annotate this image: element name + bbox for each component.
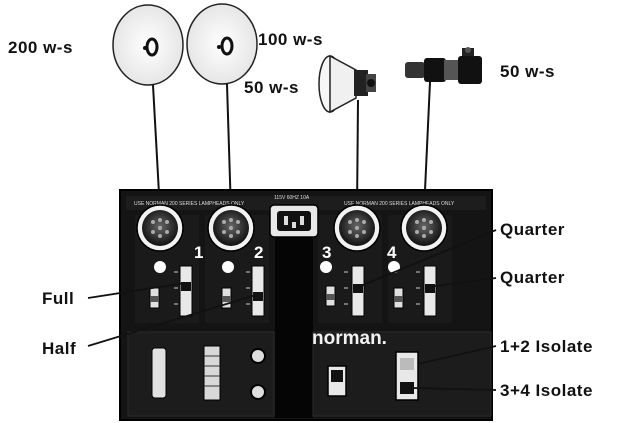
lower-left-section — [127, 331, 275, 417]
label-100ws: 100 w-s — [258, 30, 323, 49]
channel-number-3: 3 — [322, 243, 331, 262]
lamp-50ws-bare-icon — [405, 47, 482, 84]
channel-number-4: 4 — [387, 243, 397, 262]
ready-lamp-2-icon — [222, 261, 234, 273]
channel-number-2: 2 — [254, 243, 263, 262]
label-50ws-bare: 50 w-s — [500, 62, 555, 81]
label-half: Half — [42, 339, 77, 358]
channel-4-controls[interactable] — [393, 265, 437, 317]
channel-1-controls[interactable] — [149, 265, 193, 317]
channel-number-1: 1 — [194, 243, 203, 262]
lamp-50ws-reflector-icon — [318, 54, 376, 114]
label-isolate-34: 3+4 Isolate — [500, 381, 593, 400]
connector-3-icon[interactable] — [333, 204, 381, 252]
svg-text:115V 60HZ 10A: 115V 60HZ 10A — [274, 195, 310, 201]
connector-1-icon[interactable] — [136, 204, 184, 252]
brand-logo: norman. — [312, 328, 387, 349]
isolate-switch[interactable] — [395, 351, 419, 401]
svg-text:USE NORMAN 200 SERIES LAMPHEAD: USE NORMAN 200 SERIES LAMPHEADS ONLY — [134, 201, 245, 207]
ready-lamp-3-icon — [320, 261, 332, 273]
label-isolate-12: 1+2 Isolate — [500, 337, 593, 356]
connector-4-icon[interactable] — [400, 204, 448, 252]
label-quarter-top: Quarter — [500, 220, 565, 239]
lamp-200ws-icon — [112, 4, 184, 86]
ac-inlet-icon — [269, 204, 319, 238]
test-button-icon[interactable] — [250, 348, 266, 364]
label-50ws-reflector: 50 w-s — [244, 78, 299, 97]
connector-2-icon[interactable] — [207, 204, 255, 252]
svg-text:USE NORMAN 200 SERIES LAMPHEAD: USE NORMAN 200 SERIES LAMPHEADS ONLY — [344, 201, 455, 207]
label-full: Full — [42, 289, 75, 308]
leader-lines — [87, 229, 497, 391]
ready-lamp-1-icon — [154, 261, 166, 273]
channel-2-controls[interactable] — [221, 265, 265, 317]
label-quarter-bottom: Quarter — [500, 268, 565, 287]
sync-jack-icon[interactable] — [250, 384, 266, 400]
label-200ws: 200 w-s — [8, 38, 73, 57]
lamp-100ws-icon — [186, 3, 258, 85]
channel-3-controls[interactable] — [325, 265, 365, 317]
ready-lamp-4-icon — [388, 261, 400, 273]
